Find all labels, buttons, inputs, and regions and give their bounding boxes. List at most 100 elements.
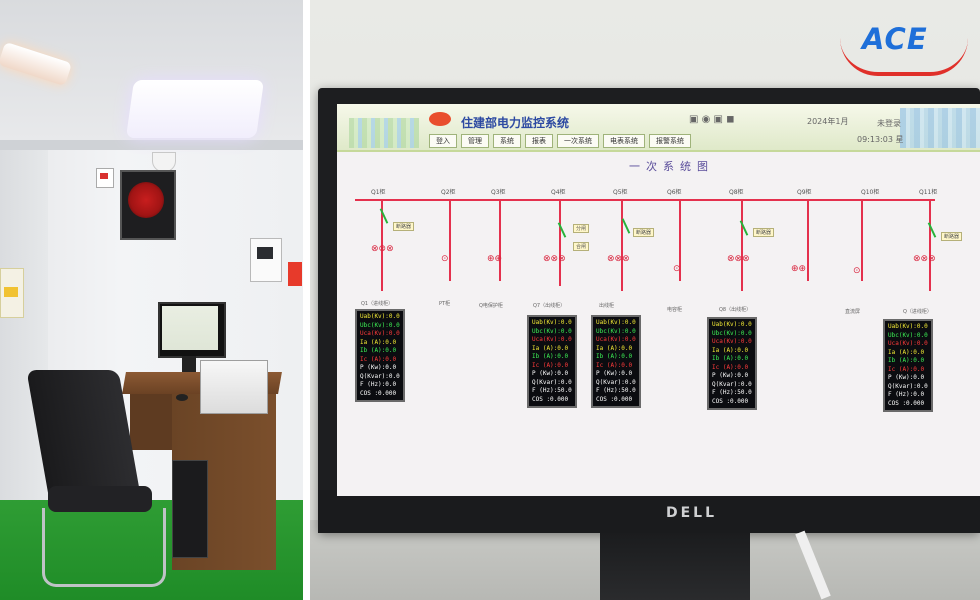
meter-reading: Q(Kvar):0.0 — [532, 378, 572, 386]
nav-tab-report[interactable]: 报表 — [525, 134, 553, 148]
feeder-label: Q1柜 — [371, 189, 386, 196]
breaker-group-icon: ⊗⊗⊗ — [913, 254, 936, 264]
breaker-group-icon: ⊗⊗⊗ — [543, 254, 566, 264]
pt-icon: ⊙ — [441, 254, 449, 264]
meter-reading: Ib (A):0.0 — [888, 357, 925, 364]
meter-reading: Ic (A):0.0 — [712, 363, 749, 371]
meter-reading: Uab(Kv):0.0 — [360, 313, 400, 320]
meter-reading: P (Kw):0.0 — [596, 370, 633, 377]
header-tool-icons[interactable]: ▣ ◉ ▣ ◼ — [689, 114, 735, 125]
meter-reading: F (Hz):0.0 — [888, 391, 925, 398]
meter-reading: Uab(Kv):0.0 — [888, 323, 928, 330]
breaker-tag[interactable]: 分闸 — [573, 224, 590, 233]
feeder-label: Q2柜 — [441, 189, 456, 196]
meter-reading: Q(Kvar):0.0 — [888, 382, 928, 390]
meter-reading: F (Hz):50.0 — [712, 389, 752, 396]
electrical-box — [0, 268, 24, 318]
breaker-tag[interactable]: 断路器 — [941, 232, 963, 241]
meter-reading: Ia (A):0.0 — [888, 348, 925, 356]
nav-tab-manage[interactable]: 管理 — [461, 134, 489, 148]
meter-reading: Q(Kvar):0.0 — [596, 378, 636, 386]
feeder-label: Q6柜 — [667, 189, 682, 196]
feeder-label: Q5柜 — [613, 189, 628, 196]
meter-reading: Ia (A):0.0 — [532, 344, 569, 352]
cabinet-caption: 出线柜 — [599, 303, 615, 309]
monitor-closeup-photo: DELL 住建部电力监控系统 ▣ ◉ ▣ ◼ 2024年1月 未登录 09:13… — [310, 0, 980, 600]
feeder-label: Q10柜 — [861, 189, 880, 196]
breaker-tag[interactable]: 合闸 — [573, 242, 590, 251]
meter-reading: Uca(Kv):0.0 — [360, 330, 400, 337]
meter-reading: Ubc(Kv):0.0 — [888, 331, 928, 339]
feeder-label: Q4柜 — [551, 189, 566, 196]
left-wall — [0, 150, 48, 530]
mouse — [176, 394, 188, 401]
meter-reading: Ib (A):0.0 — [360, 347, 397, 354]
meter-reading: Uab(Kv):0.0 — [596, 319, 636, 326]
cabinet-caption: Q7（出线柜） — [533, 303, 566, 309]
cabinet-caption: Q电保护柜 — [479, 303, 503, 309]
nav-tab-alarm-system[interactable]: 报警系统 — [649, 134, 691, 148]
feeder-line — [679, 201, 681, 281]
ace-logo-swoosh — [840, 38, 968, 76]
date-readout: 2024年1月 — [807, 117, 849, 126]
breaker-tag[interactable]: 断路器 — [633, 228, 655, 237]
feeder-line — [499, 201, 501, 281]
control-room-photo — [0, 0, 303, 600]
feeder-label: Q3柜 — [491, 189, 506, 196]
nav-bar: 登入 管理 系统 报表 一次系统 电表系统 报警系统 — [429, 134, 691, 148]
ace-logo: ACE — [862, 22, 928, 56]
feeder-label: Q11柜 — [919, 189, 938, 196]
meter-reading: Ia (A):0.0 — [712, 346, 749, 354]
monitoring-screen: 住建部电力监控系统 ▣ ◉ ▣ ◼ 2024年1月 未登录 09:13:03 星… — [337, 104, 980, 496]
clock-readout: 09:13:03 星 — [857, 135, 904, 144]
meter-reading: COS :0.000 — [596, 395, 633, 403]
meter-reading: P (Kw):0.0 — [532, 370, 569, 377]
diagram-title: 一次系统图 — [629, 160, 714, 173]
feeder-line — [621, 201, 623, 291]
breaker-tag[interactable]: 断路器 — [753, 228, 775, 237]
meter-reading: P (Kw):0.0 — [712, 372, 749, 379]
cabinet-caption: 电容柜 — [667, 307, 683, 313]
feeder-line — [381, 201, 383, 291]
transformer-icon: ⊗⊗⊗ — [371, 244, 394, 254]
meter-reading: Ubc(Kv):0.0 — [360, 321, 400, 329]
cabinet-caption: Q（进线柜） — [903, 309, 932, 315]
meter-reading: Ubc(Kv):0.0 — [532, 327, 572, 335]
nav-tab-meter-system[interactable]: 电表系统 — [603, 134, 645, 148]
nav-tab-system[interactable]: 系统 — [493, 134, 521, 148]
main-busbar — [355, 199, 935, 201]
meter-reading: Uca(Kv):0.0 — [712, 338, 752, 345]
meter-reading: Ubc(Kv):0.0 — [596, 327, 636, 335]
meter-reading: Ic (A):0.0 — [360, 355, 397, 363]
ceiling-lamp — [125, 80, 265, 138]
meter-reading: Ubc(Kv):0.0 — [712, 329, 752, 337]
dc-icon: ⊙ — [853, 266, 861, 276]
feeder-line — [449, 201, 451, 281]
cabinet-caption: Q8（出线柜） — [719, 307, 752, 313]
wall-meter-panel — [250, 238, 282, 282]
red-socket — [288, 262, 302, 286]
breaker-tag[interactable]: 断路器 — [393, 222, 415, 231]
capacitor-icon: ⊙ — [673, 264, 681, 274]
desk-drawer — [130, 394, 172, 450]
protection-icon: ⊕⊕ — [487, 254, 503, 264]
nav-tab-login[interactable]: 登入 — [429, 134, 457, 148]
meter-reading: Ic (A):0.0 — [532, 361, 569, 369]
desk-monitor-stand — [182, 356, 196, 372]
meter-reading: F (Hz):0.0 — [360, 381, 397, 388]
nav-tab-primary-system[interactable]: 一次系统 — [557, 134, 599, 148]
printer — [200, 360, 268, 414]
feeder-line — [807, 201, 809, 281]
meter-reading: Q(Kvar):0.0 — [712, 380, 752, 388]
skyline-graphic-right — [900, 108, 980, 148]
feeder-line — [559, 201, 561, 286]
system-logo-icon — [429, 112, 451, 126]
meter-reading: Ic (A):0.0 — [888, 365, 925, 373]
breaker-group-icon: ⊕⊕ — [791, 264, 807, 274]
cabinet-caption: Q1（进线柜） — [361, 301, 394, 307]
cabinet-caption: 直流屏 — [845, 309, 861, 315]
